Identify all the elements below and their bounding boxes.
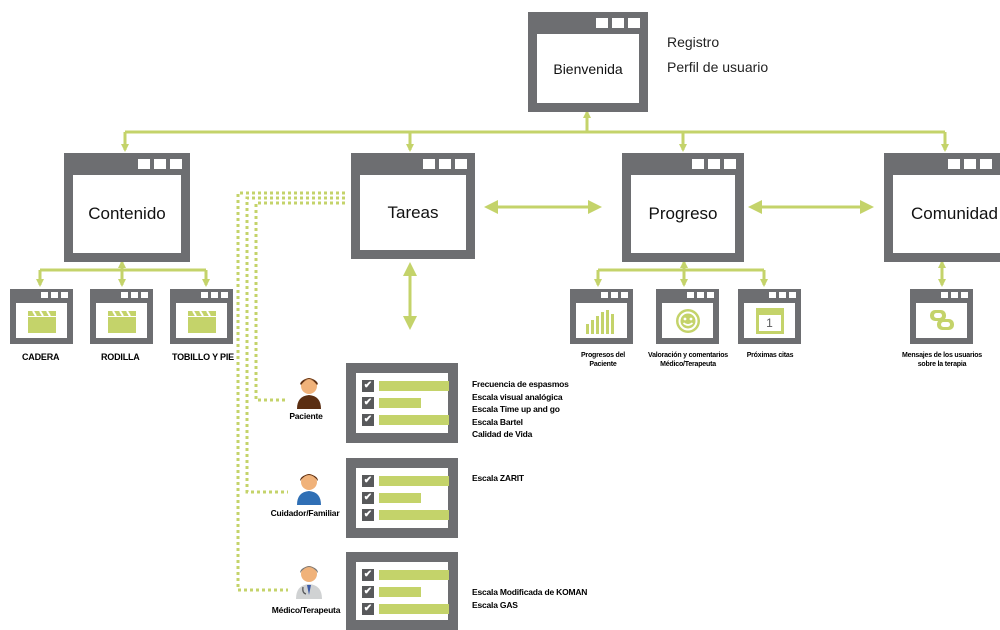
- medico-label: Médico/Terapeuta: [271, 605, 341, 615]
- list-item: Escala GAS: [472, 599, 518, 610]
- check-icon: ✔: [362, 509, 374, 521]
- calendar-icon: 1: [755, 307, 784, 334]
- window-controls: [138, 159, 182, 169]
- proximas-citas-window[interactable]: 1: [738, 289, 801, 344]
- window-controls: [121, 292, 148, 298]
- bar-chart-icon: [585, 309, 614, 334]
- list-item: Escala ZARIT: [472, 473, 524, 483]
- cuidador-avatar-icon: [296, 473, 322, 510]
- window-controls: [948, 159, 992, 169]
- list-item: Escala Modificada de KOMAN: [472, 587, 588, 597]
- clapperboard-icon: [107, 309, 136, 333]
- smiley-icon: [675, 308, 700, 333]
- window-controls: [423, 159, 467, 169]
- registro-text: Registro: [667, 34, 720, 50]
- window-controls: [769, 292, 796, 298]
- cuidador-scales-list: Escala ZARIT: [472, 472, 524, 485]
- check-icon: ✔: [362, 397, 374, 409]
- clapperboard-icon: [27, 309, 56, 333]
- rodilla-label: RODILLA: [101, 352, 140, 362]
- cuidador-label: Cuidador/Familiar: [270, 508, 340, 518]
- cuidador-checklist-card: ✔ ✔ ✔: [346, 458, 458, 538]
- window-controls: [596, 18, 640, 28]
- progresos-window[interactable]: [570, 289, 633, 344]
- medico-avatar-icon: [295, 565, 323, 604]
- list-item: Calidad de Vida: [472, 429, 533, 440]
- paciente-checklist-card: ✔ ✔ ✔: [346, 363, 458, 443]
- chat-bubbles-icon: [929, 309, 954, 330]
- comunidad-label: Comunidad: [911, 204, 998, 223]
- paciente-avatar-icon: [296, 377, 322, 414]
- bienvenida-label: Bienvenida: [553, 60, 623, 77]
- check-icon: ✔: [362, 380, 374, 392]
- paciente-scales-list: Frecuencia de espasmos Escala visual ana…: [472, 378, 569, 441]
- window-controls: [687, 292, 714, 298]
- medico-scales-list: Escala Modificada de KOMAN Escala GAS: [472, 586, 587, 611]
- tareas-window[interactable]: Tareas: [351, 153, 475, 259]
- window-controls: [692, 159, 736, 169]
- tareas-label: Tareas: [387, 202, 439, 222]
- cadera-window[interactable]: [10, 289, 73, 344]
- check-icon: ✔: [362, 492, 374, 504]
- check-icon: ✔: [362, 414, 374, 426]
- rodilla-window[interactable]: [90, 289, 153, 344]
- window-controls: [941, 292, 968, 298]
- check-icon: ✔: [362, 569, 374, 581]
- mensajes-window[interactable]: [910, 289, 973, 344]
- cadera-label: CADERA: [22, 352, 60, 362]
- calendar-day: 1: [758, 314, 781, 331]
- window-controls: [201, 292, 228, 298]
- tobillo-window[interactable]: [170, 289, 233, 344]
- clapperboard-icon: [187, 309, 216, 333]
- list-item: Frecuencia de espasmos: [472, 379, 569, 389]
- medico-checklist-card: ✔ ✔ ✔: [346, 552, 458, 630]
- check-icon: ✔: [362, 603, 374, 615]
- contenido-window[interactable]: Contenido: [64, 153, 190, 262]
- bienvenida-window[interactable]: Bienvenida: [528, 12, 648, 112]
- paciente-label: Paciente: [289, 411, 323, 421]
- contenido-label: Contenido: [88, 204, 166, 223]
- window-controls: [601, 292, 628, 298]
- check-icon: ✔: [362, 475, 374, 487]
- window-controls: [41, 292, 68, 298]
- comunidad-window[interactable]: Comunidad: [884, 153, 1000, 262]
- proximas-citas-label: Próximas citas: [746, 352, 794, 359]
- valoracion-window[interactable]: [656, 289, 719, 344]
- list-item: Escala Bartel: [472, 416, 523, 427]
- progreso-window[interactable]: Progreso: [622, 153, 744, 262]
- list-item: Escala Time up and go: [472, 404, 560, 415]
- list-item: Escala visual analógica: [472, 391, 563, 402]
- perfil-usuario-text: Perfil de usuario: [667, 59, 769, 75]
- progreso-label: Progreso: [648, 204, 718, 223]
- check-icon: ✔: [362, 586, 374, 598]
- tobillo-label: TOBILLO Y PIE: [172, 352, 234, 362]
